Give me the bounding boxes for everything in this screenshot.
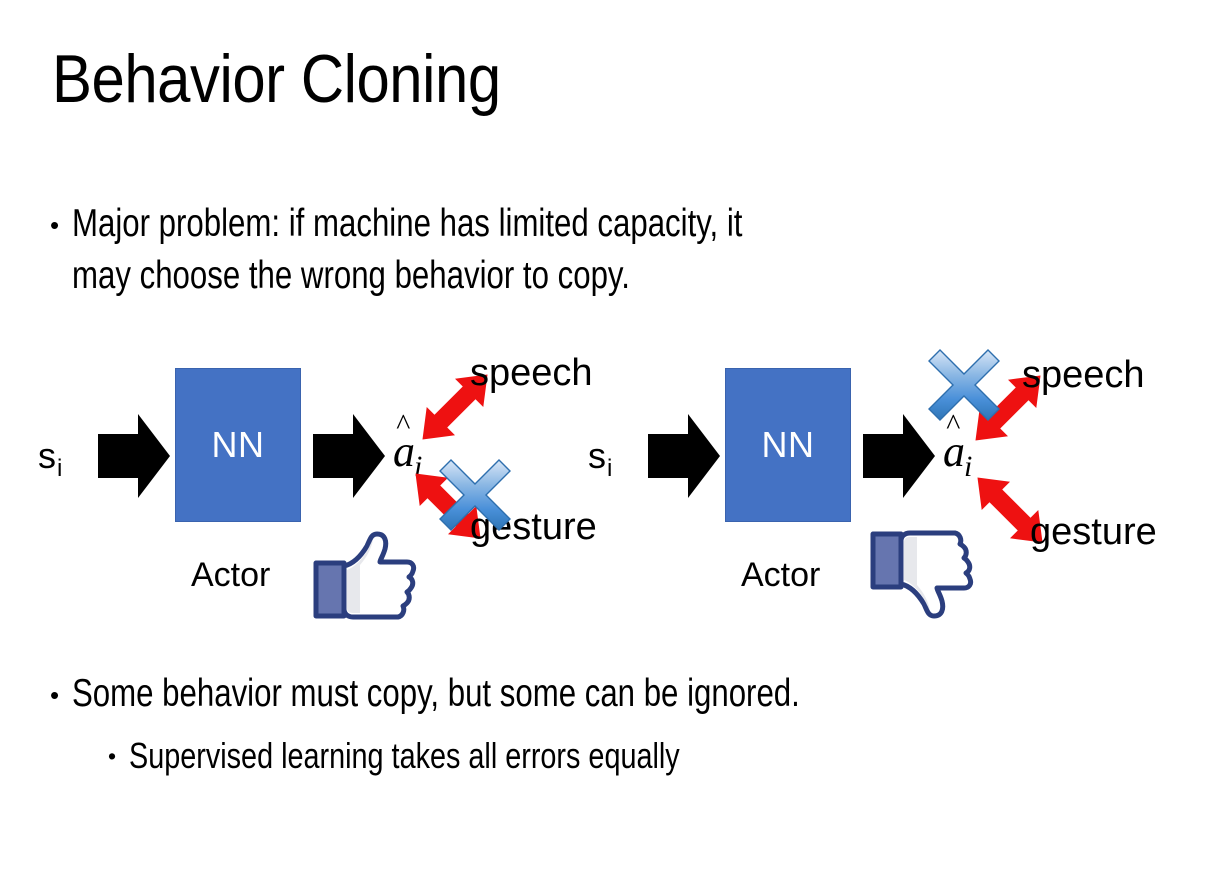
page-title: Behavior Cloning <box>52 41 501 117</box>
output-symbol-right: ^ ai <box>943 408 973 483</box>
diagram-left-correct-copy: si NN Actor ^ ai speech <box>10 340 610 640</box>
state-label-left: si <box>38 435 63 483</box>
nn-box-left: NN <box>175 368 301 522</box>
thumbs-up-icon <box>313 530 417 622</box>
actor-caption-right: Actor <box>741 556 821 594</box>
bullet-marker-icon: • <box>108 743 117 769</box>
state-label-right: si <box>588 435 613 483</box>
branch-arrow-gesture-right <box>950 450 1070 570</box>
bullet-middle-text: Some behavior must copy, but some can be… <box>72 672 800 715</box>
diagram-right-wrong-copy: si NN Actor ^ ai speech <box>560 340 1160 640</box>
nn-box-label-right: NN <box>761 424 815 465</box>
bullet-top: • Major problem: if machine has limited … <box>50 198 910 302</box>
hat-accent-left: ^ <box>396 408 411 441</box>
hat-accent-right: ^ <box>946 408 961 441</box>
nn-box-right: NN <box>725 368 851 522</box>
branch-label-speech-right: speech <box>1022 354 1145 396</box>
branch-label-gesture-right: gesture <box>1030 511 1157 553</box>
cross-out-icon-speech-right <box>927 348 1001 422</box>
bullet-sub: • Supervised learning takes all errors e… <box>108 732 817 780</box>
cross-out-icon-gesture-left <box>438 458 512 532</box>
thumbs-down-icon <box>870 528 974 620</box>
bullet-middle: • Some behavior must copy, but some can … <box>50 668 982 720</box>
nn-box-label-left: NN <box>211 424 265 465</box>
bullet-marker-icon: • <box>50 210 60 240</box>
actor-caption-left: Actor <box>191 556 271 594</box>
branch-arrow-speech-right <box>948 348 1068 468</box>
bullet-marker-icon: • <box>50 680 60 710</box>
bullet-top-text: Major problem: if machine has limited ca… <box>72 202 743 297</box>
branch-arrow-gesture-left <box>388 446 508 566</box>
branch-arrow-speech-left <box>395 347 515 467</box>
output-block-arrow-left <box>313 412 385 500</box>
branch-label-speech-left: speech <box>470 352 593 394</box>
input-block-arrow-left <box>98 412 170 500</box>
output-symbol-left: ^ ai <box>393 408 423 483</box>
bullet-sub-text: Supervised learning takes all errors equ… <box>129 735 680 776</box>
input-block-arrow-right <box>648 412 720 500</box>
output-block-arrow-right <box>863 412 935 500</box>
